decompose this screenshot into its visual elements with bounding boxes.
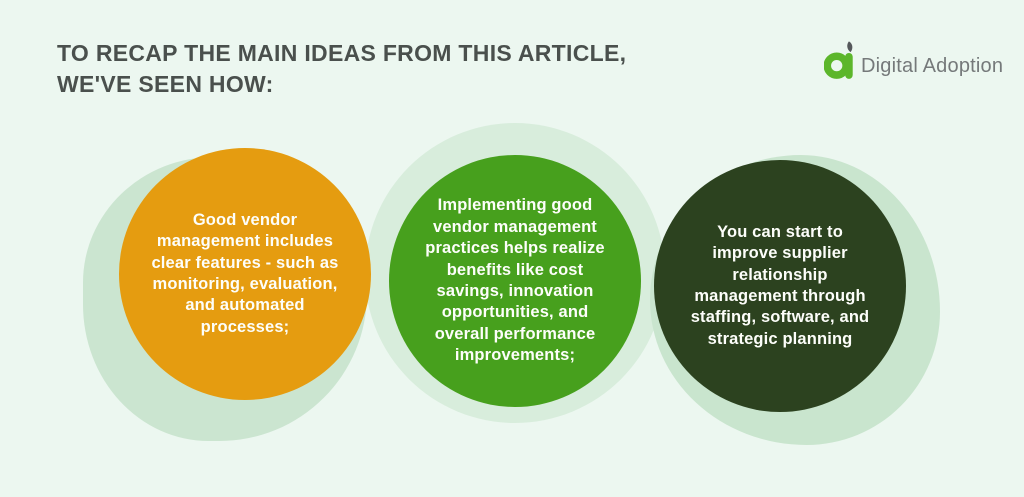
bubble-text: Good vendor management includes clear fe… bbox=[151, 210, 339, 336]
page-title: TO RECAP THE MAIN IDEAS FROM THIS ARTICL… bbox=[57, 40, 627, 97]
bubble-supplier-relationship-start: You can start to improve supplier relati… bbox=[654, 160, 906, 412]
bubble-text: You can start to improve supplier relati… bbox=[690, 222, 870, 348]
bubble-text: Implementing good vendor management prac… bbox=[425, 196, 605, 365]
bubble-vendor-management-features: Good vendor management includes clear fe… bbox=[119, 148, 371, 400]
brand-logo: Digital Adoption bbox=[824, 40, 1003, 80]
digital-adoption-logo-icon bbox=[824, 40, 856, 80]
bubble-vendor-management-benefits: Implementing good vendor management prac… bbox=[389, 155, 641, 407]
brand-wordmark: Digital Adoption bbox=[861, 55, 1004, 77]
